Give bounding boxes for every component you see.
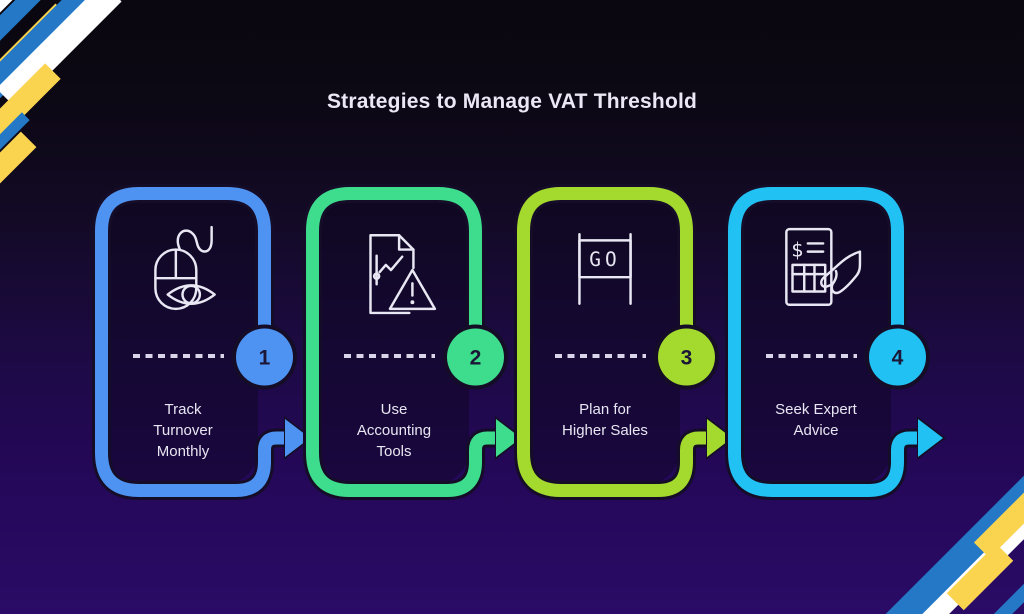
document-warning-icon <box>369 234 437 315</box>
diagonal-stripe <box>0 112 30 160</box>
step-card-2: 2 Use Accounting Tools <box>303 184 524 500</box>
arrow-right-icon <box>285 419 310 457</box>
step-label: Seek Expert Advice <box>775 401 857 439</box>
step-card-4: 4 $ Seek Expert Advice <box>725 184 946 500</box>
card-frame-arrow: 4 <box>725 184 946 500</box>
diagonal-stripe <box>0 0 35 35</box>
diagonal-stripe <box>900 490 1024 614</box>
step-number: 4 <box>892 347 904 370</box>
arrow-right-icon <box>496 419 521 457</box>
step-card-1: 1 Track Turnover Monthly <box>92 184 313 500</box>
step-label: Plan for Higher Sales <box>562 401 648 439</box>
arrow-right-icon <box>918 419 943 457</box>
dashed-divider <box>555 354 646 358</box>
dashed-divider <box>133 354 224 358</box>
go-sign-icon: GO <box>578 233 632 305</box>
page-title: Strategies to Manage VAT Threshold <box>326 90 698 113</box>
step-number: 2 <box>470 347 482 370</box>
step-number-badge <box>658 328 715 386</box>
diagonal-stripe <box>0 0 77 77</box>
invoice-hand-icon: $ <box>785 227 862 307</box>
diagonal-stripe <box>973 485 1024 559</box>
diagonal-stripe <box>0 131 37 193</box>
diagonal-stripe <box>946 543 1014 611</box>
card-frame-arrow: 3 <box>514 184 735 500</box>
diagonal-stripe <box>975 568 1024 614</box>
arrow-right-icon <box>707 419 732 457</box>
step-card-3: 3 GO Plan for Higher Sales <box>514 184 735 500</box>
step-number: 1 <box>259 347 271 370</box>
step-number-badge <box>447 328 504 386</box>
diagonal-stripe <box>15 37 65 87</box>
card-frame-arrow: 2 <box>303 184 524 500</box>
mouse-eye-tracking-icon <box>154 225 216 311</box>
step-number-badge <box>236 328 293 386</box>
step-label: Use Accounting Tools <box>356 401 432 460</box>
card-frame-arrow: 1 <box>92 184 313 500</box>
dashed-divider <box>766 354 857 358</box>
dashed-divider <box>344 354 435 358</box>
go-sign-text: GO <box>589 248 621 271</box>
step-number: 3 <box>681 347 693 370</box>
step-label: Track Turnover Monthly <box>153 401 213 460</box>
step-number-badge <box>869 328 926 386</box>
dollar-sign-glyph: $ <box>791 239 803 262</box>
